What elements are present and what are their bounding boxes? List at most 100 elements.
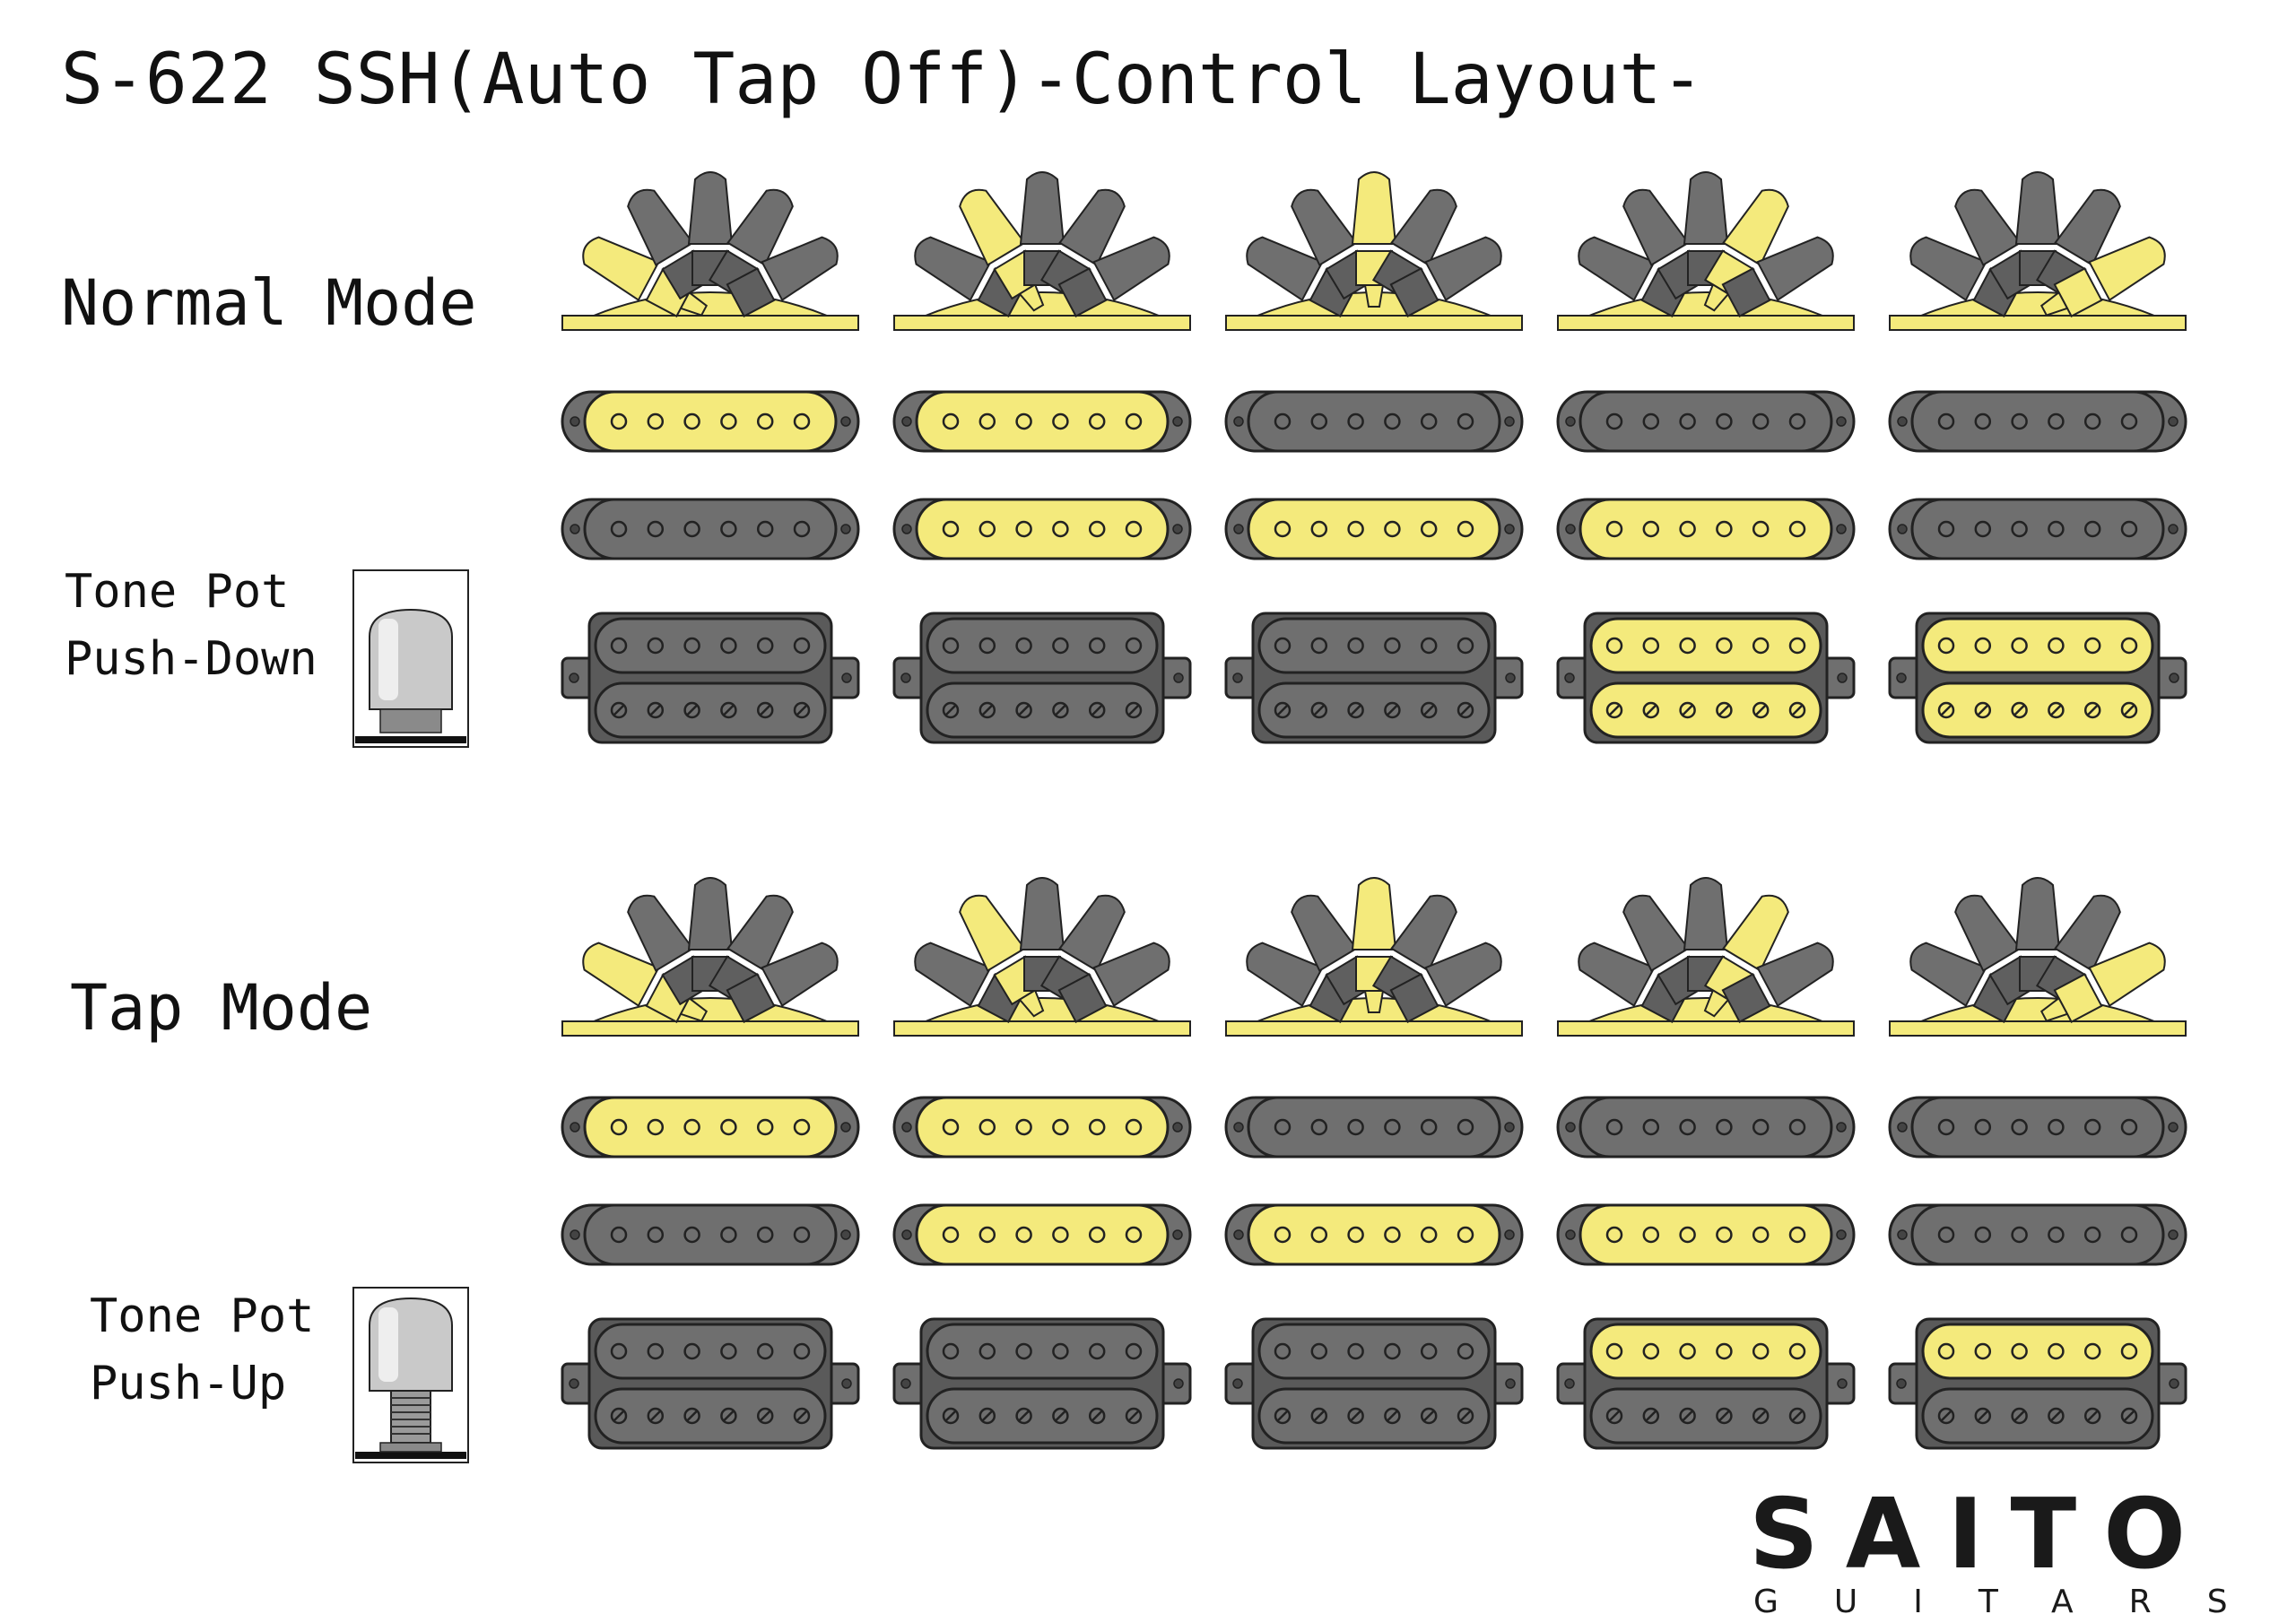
lever-active-link — [679, 996, 709, 1022]
pole-piece — [1384, 637, 1401, 655]
screw-slot — [1387, 1410, 1398, 1421]
pole-piece — [942, 637, 960, 655]
mount-screw — [1837, 1378, 1848, 1389]
mount-screw — [1505, 1378, 1516, 1389]
screw-slot — [1682, 705, 1693, 716]
screw-pole — [1384, 701, 1401, 719]
screw-pole — [1974, 1407, 1992, 1425]
selector-base-plate — [1557, 1020, 1855, 1037]
mount-screw — [1897, 524, 1908, 534]
humbucker-coil-top — [1921, 1323, 2154, 1380]
selector-dome — [593, 291, 828, 317]
screw-slot — [649, 705, 661, 716]
single-coil-cover — [1578, 498, 1833, 560]
switch-position-1 — [561, 877, 860, 1450]
pole-piece — [1788, 520, 1806, 538]
lever-tip — [1578, 942, 1656, 1008]
pole-piece — [2011, 412, 2028, 430]
screw-pole — [1274, 1407, 1292, 1425]
single-coil-cover — [1578, 390, 1833, 453]
pole-piece — [720, 1342, 737, 1360]
lever-tip — [761, 942, 839, 1008]
screw-pole — [756, 701, 774, 719]
screw-pole — [2011, 1407, 2028, 1425]
screw-slot — [1277, 1410, 1288, 1421]
switch-position-5 — [1888, 171, 2187, 744]
pole-piece — [1347, 637, 1364, 655]
pole-piece — [1642, 412, 1660, 430]
screw-pole — [1052, 1407, 1069, 1425]
single-coil-cover — [1910, 498, 2165, 560]
screw-slot — [2087, 1410, 2099, 1421]
mount-screw — [1897, 416, 1908, 427]
pole-piece — [1937, 412, 1955, 430]
screw-pole — [1347, 701, 1364, 719]
humbucker-coil-bottom — [926, 681, 1159, 739]
pole-piece — [610, 637, 628, 655]
pole-piece — [2120, 520, 2138, 538]
mount-screw — [1172, 416, 1183, 427]
mount-screw — [901, 416, 912, 427]
pole-piece — [1974, 412, 1992, 430]
knob-highlight — [378, 619, 398, 700]
mount-screw — [1504, 1122, 1515, 1133]
mode-label-tap: Tap Mode — [70, 971, 372, 1045]
lever-tip — [1909, 236, 1987, 302]
pole-piece — [1347, 520, 1364, 538]
mount-screw — [2168, 416, 2179, 427]
pole-piece — [1788, 1118, 1806, 1136]
mount-screw — [1172, 524, 1183, 534]
screw-slot — [1055, 705, 1066, 716]
pole-piece — [1088, 520, 1106, 538]
mount-screw — [1504, 416, 1515, 427]
lever-tip — [1019, 171, 1065, 245]
pole-piece — [1605, 412, 1623, 430]
pole-piece — [1679, 1118, 1696, 1136]
pole-piece — [1015, 637, 1032, 655]
pole-piece — [756, 520, 774, 538]
screw-pole — [1752, 1407, 1770, 1425]
lever-tip — [1291, 188, 1358, 266]
lever-tip — [1683, 877, 1729, 950]
selector-base-plate — [1225, 1020, 1523, 1037]
mount-screw — [1173, 673, 1184, 683]
pole-piece — [1937, 520, 1955, 538]
pole-piece — [2120, 637, 2138, 655]
pole-piece — [2120, 1226, 2138, 1244]
screw-pole — [1752, 701, 1770, 719]
tone-pot-nut — [379, 708, 442, 733]
pole-piece — [1974, 1118, 1992, 1136]
screw-slot — [1313, 1410, 1325, 1421]
humbucker-coil-top — [594, 1323, 827, 1380]
screw-slot — [1277, 705, 1288, 716]
lever-tip — [627, 188, 694, 266]
screw-slot — [1091, 1410, 1103, 1421]
pole-piece — [1679, 520, 1696, 538]
humbucker-coil-bottom — [926, 1387, 1159, 1445]
pole-piece — [1125, 1226, 1143, 1244]
pole-piece — [978, 1118, 996, 1136]
screw-slot — [1423, 705, 1435, 716]
mount-screw — [1505, 673, 1516, 683]
lever-tip — [1578, 236, 1656, 302]
lever-tip — [687, 877, 734, 950]
pole-piece — [1642, 1118, 1660, 1136]
humbucker-coil-top — [1921, 617, 2154, 674]
humbucker-coil-bottom — [1921, 681, 2154, 739]
mount-screw — [1232, 673, 1243, 683]
selector-lever-5 — [1389, 236, 1502, 317]
mount-screw — [1233, 1122, 1244, 1133]
screw-slot — [723, 1410, 735, 1421]
pole-piece — [2083, 1342, 2101, 1360]
mount-screw — [1233, 524, 1244, 534]
pole-piece — [1716, 1226, 1733, 1244]
pole-piece — [1642, 520, 1660, 538]
screw-pole — [1679, 701, 1696, 719]
lever-tip — [1954, 188, 2022, 266]
mount-screw — [1836, 1122, 1847, 1133]
mount-screw — [1837, 673, 1848, 683]
pole-piece — [720, 520, 737, 538]
screw-slot — [1128, 705, 1139, 716]
mount-screw — [1897, 1122, 1908, 1133]
lever-stem — [1389, 973, 1439, 1023]
